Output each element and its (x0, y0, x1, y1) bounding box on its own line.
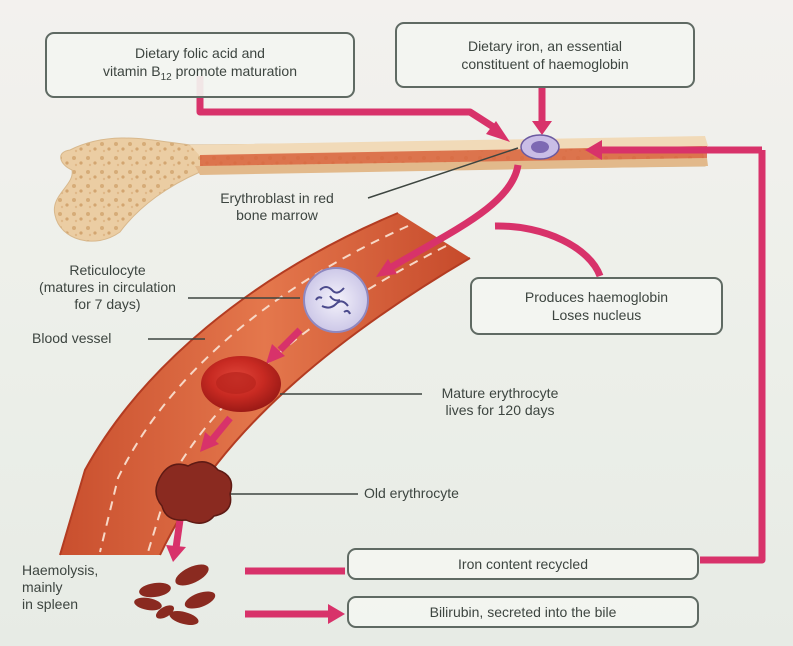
dietary-iron-line-1: Dietary iron, an essential (468, 37, 622, 55)
dietary-iron-line-2: constituent of haemoglobin (461, 55, 628, 73)
maturation-text: promote maturation (172, 63, 297, 79)
haemoglobin-line-2: Loses nucleus (552, 306, 642, 324)
haemolysis-label: Haemolysis, mainly in spleen (22, 562, 98, 613)
erythroblast-label-line-1: Erythroblast in red (182, 190, 372, 207)
reticulocyte-label-line-3: for 7 days) (20, 296, 195, 313)
bilirubin-box: Bilirubin, secreted into the bile (347, 596, 699, 628)
haemolysis-label-line-3: in spleen (22, 596, 98, 613)
folic-acid-line-1: Dietary folic acid and (135, 44, 265, 62)
mature-erythrocyte-label: Mature erythrocyte lives for 120 days (420, 385, 580, 419)
folic-acid-box: Dietary folic acid and vitamin B12 promo… (45, 32, 355, 98)
folic-acid-line-2: vitamin B12 promote maturation (103, 62, 297, 87)
haemolysis-label-line-1: Haemolysis, (22, 562, 98, 579)
reticulocyte-label-line-1: Reticulocyte (20, 262, 195, 279)
reticulocyte-cell (304, 268, 368, 332)
blood-vessel-label: Blood vessel (32, 330, 111, 347)
vitamin-text: vitamin B (103, 63, 161, 79)
mature-erythrocyte-cell (201, 356, 281, 412)
reticulocyte-label-line-2: (matures in circulation (20, 279, 195, 296)
bilirubin-text: Bilirubin, secreted into the bile (430, 603, 617, 621)
iron-recycled-text: Iron content recycled (458, 555, 588, 573)
mature-erythrocyte-line-1: Mature erythrocyte (420, 385, 580, 402)
haemolysed-cell-fragments (133, 560, 217, 628)
mature-erythrocyte-line-2: lives for 120 days (420, 402, 580, 419)
iron-recycled-box: Iron content recycled (347, 548, 699, 580)
reticulocyte-label: Reticulocyte (matures in circulation for… (20, 262, 195, 313)
haemoglobin-production-box: Produces haemoglobin Loses nucleus (470, 277, 723, 335)
erythroblast-label-line-2: bone marrow (182, 207, 372, 224)
erythroblast-label: Erythroblast in red bone marrow (182, 190, 372, 224)
old-erythrocyte-label: Old erythrocyte (364, 485, 459, 502)
erythroblast-cell (521, 135, 559, 159)
vitamin-subscript: 12 (161, 71, 172, 82)
haemolysis-label-line-2: mainly (22, 579, 98, 596)
haemoglobin-line-1: Produces haemoglobin (525, 288, 668, 306)
old-erythrocyte-cell (156, 462, 232, 523)
dietary-iron-box: Dietary iron, an essential constituent o… (395, 22, 695, 88)
